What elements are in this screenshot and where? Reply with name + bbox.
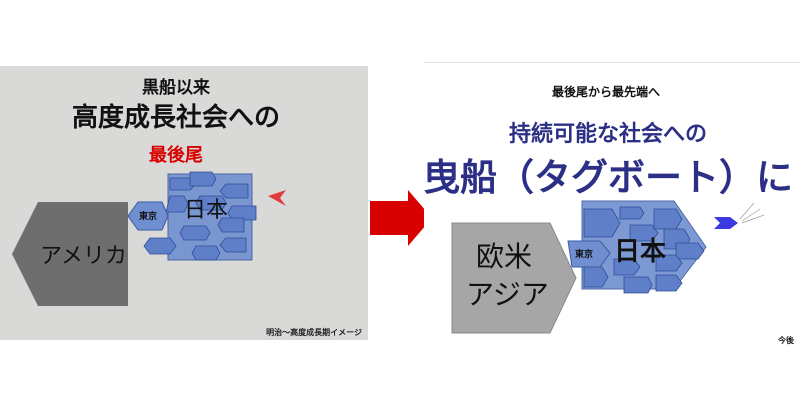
- right-caption: 今後: [778, 336, 794, 345]
- left-slide: 黒船以来 高度成長社会への 最後尾 アメリカ 東京 日本 明治～高度成長期イメー…: [0, 66, 368, 340]
- japan-label: 日本: [614, 237, 667, 267]
- japan-blocks: [143, 171, 257, 261]
- motion-lines: [739, 202, 765, 224]
- red-chevron-icon: [268, 190, 286, 206]
- right-title-3: 曳船（タグボート）に: [423, 156, 793, 199]
- right-slide: 最後尾から最先端へ 持続可能な社会への 曳船（タグボート）に 欧米 アジア 東京…: [423, 62, 800, 353]
- west-asia-label-2: アジア: [466, 278, 549, 311]
- tugboat-chevron-icon: [714, 217, 738, 229]
- japan-label: 日本: [184, 198, 229, 223]
- west-asia-shape: [451, 222, 577, 334]
- west-asia-label-1: 欧米: [476, 240, 533, 273]
- left-title-2: 高度成長社会への: [71, 103, 280, 133]
- left-diagram: [12, 171, 286, 306]
- japan-blocks: [583, 206, 705, 294]
- america-shape: [12, 202, 128, 306]
- left-title-3: 最後尾: [149, 145, 203, 166]
- left-caption: 明治～高度成長期イメージ: [266, 328, 362, 337]
- tokyo-label: 東京: [139, 212, 158, 222]
- tokyo-label: 東京: [575, 250, 594, 260]
- right-title-2: 持続可能な社会への: [508, 122, 707, 147]
- left-title-1: 黒船以来: [142, 78, 210, 98]
- tokyo-shape: [127, 201, 169, 231]
- america-label: アメリカ: [40, 244, 127, 269]
- right-diagram: [451, 200, 765, 334]
- right-title-1: 最後尾から最先端へ: [551, 85, 660, 99]
- tokyo-shape: [567, 240, 611, 268]
